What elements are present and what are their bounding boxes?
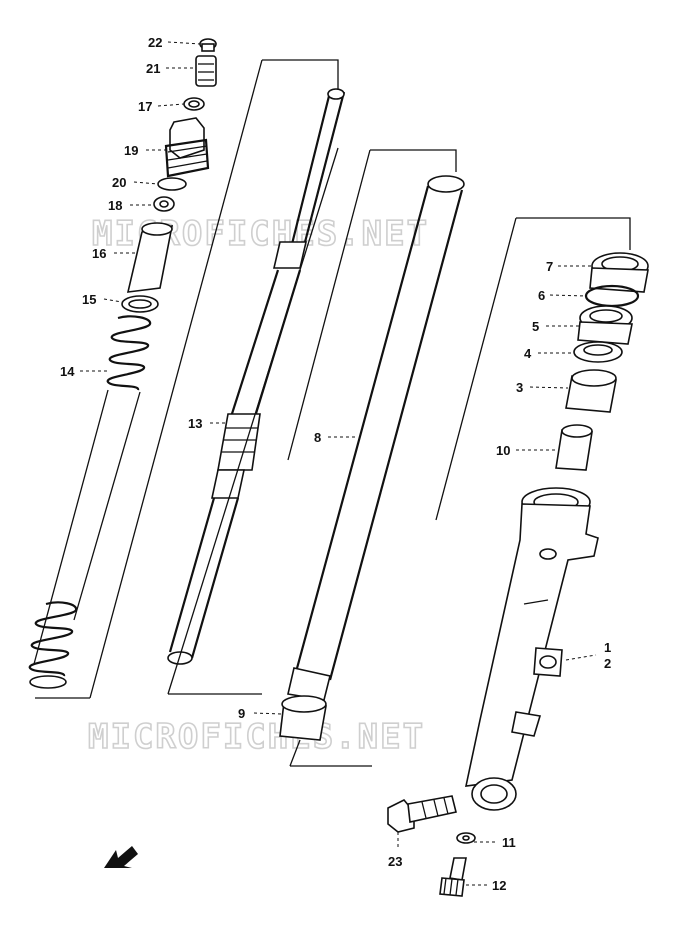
label-13: 13 [188, 416, 202, 431]
label-1: 1 [604, 640, 611, 655]
watermark-bottom: MICROFICHES.NET [88, 717, 425, 757]
label-4: 4 [524, 346, 532, 361]
leader-lines [80, 41, 597, 886]
part-18-washer [153, 196, 175, 212]
arrow-down-left-icon [104, 846, 138, 868]
part-3-guide-bushing [565, 369, 617, 413]
label-6: 6 [538, 288, 545, 303]
part-11-washer [456, 832, 476, 844]
part-19-cap-bolt [164, 117, 210, 178]
part-4-washer [573, 341, 623, 363]
label-3: 3 [516, 380, 523, 395]
part-8-inner-tube [287, 175, 465, 701]
part-labels: 22 21 17 19 20 18 16 15 14 13 8 9 7 6 5 … [60, 35, 611, 893]
label-5: 5 [532, 319, 539, 334]
part-23-pinch-bolt [387, 795, 457, 833]
label-21: 21 [146, 61, 160, 76]
label-19: 19 [124, 143, 138, 158]
label-7: 7 [546, 259, 553, 274]
part-14-spring-bottom [28, 601, 78, 689]
label-9: 9 [238, 706, 245, 721]
label-2: 2 [604, 656, 611, 671]
part-16-spacer [126, 222, 174, 293]
label-23: 23 [388, 854, 402, 869]
tube-group-outline [287, 149, 457, 767]
part-14-spring-top [106, 315, 152, 391]
part-17-o-ring [183, 97, 205, 111]
part-21-adjuster [195, 55, 217, 87]
part-5-oil-seal [577, 305, 633, 345]
label-18: 18 [108, 198, 122, 213]
label-11: 11 [502, 835, 516, 850]
spring-body-right [73, 391, 141, 621]
spring-body-left [33, 389, 109, 665]
label-14: 14 [60, 364, 75, 379]
part-15-spring-seat [121, 295, 159, 313]
part-12-drain-screw [439, 857, 467, 897]
label-10: 10 [496, 443, 510, 458]
label-17: 17 [138, 99, 152, 114]
left-group-outline [35, 59, 339, 699]
part-22-cap-nut [199, 38, 217, 52]
label-16: 16 [92, 246, 106, 261]
label-15: 15 [82, 292, 96, 307]
label-22: 22 [148, 35, 162, 50]
label-12: 12 [492, 878, 506, 893]
label-20: 20 [112, 175, 126, 190]
part-13-damper-rod [167, 88, 346, 665]
rod-group-outline [167, 147, 339, 695]
part-20-circlip [157, 177, 187, 191]
part-10-oil-lock-piece [555, 424, 593, 471]
part-1-2-outer-tube [464, 487, 599, 811]
label-8: 8 [314, 430, 321, 445]
right-group-outline [435, 217, 631, 521]
part-9-bushing [279, 695, 327, 741]
